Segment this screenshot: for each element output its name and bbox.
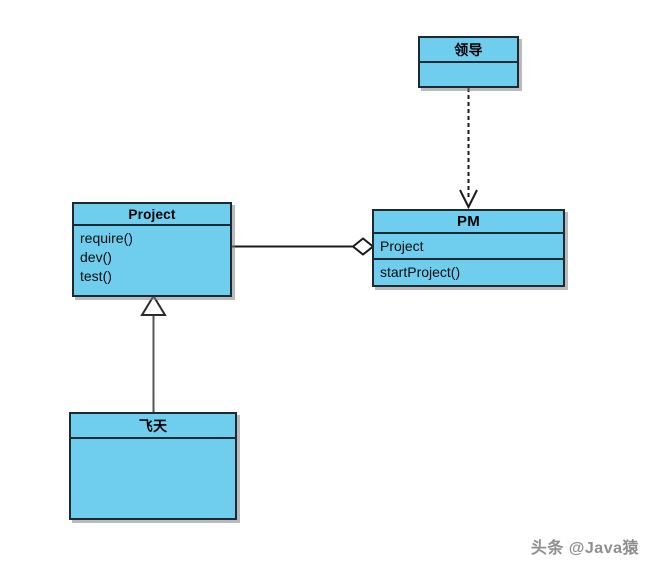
class-operation: dev() (80, 249, 112, 265)
class-box-feitian[interactable]: 飞天 (69, 412, 237, 520)
relationship-dependency-leader-to-pm (459, 88, 478, 210)
watermark-text: 头条 @Java猿 (530, 540, 639, 557)
class-name-project: Project (74, 204, 230, 226)
class-compartment-leader-body (420, 63, 517, 86)
class-box-project[interactable]: Project require() dev() test() (72, 202, 232, 297)
class-box-leader[interactable]: 领导 (418, 36, 519, 88)
class-compartment-project-operations: require() dev() test() (74, 226, 230, 295)
class-compartment-pm-attributes: Project (374, 234, 563, 260)
class-compartment-pm-operations: startProject() (374, 259, 563, 286)
hollow-diamond-icon (351, 237, 375, 256)
relationship-aggregation-project-to-pm (232, 237, 375, 256)
class-attribute: Project (380, 237, 424, 254)
open-arrowhead-icon (459, 189, 478, 210)
relationship-generalization-feitian-to-project (140, 294, 167, 412)
class-operation: require() (80, 230, 133, 246)
class-compartment-feitian-body (71, 439, 235, 518)
class-operation: startProject() (380, 263, 461, 280)
class-box-pm[interactable]: PM Project startProject() (372, 209, 565, 287)
class-name-leader: 领导 (420, 38, 517, 63)
class-name-feitian: 飞天 (71, 414, 235, 439)
class-operation: test() (80, 268, 112, 284)
hollow-triangle-icon (140, 294, 167, 316)
class-name-pm: PM (374, 211, 563, 235)
